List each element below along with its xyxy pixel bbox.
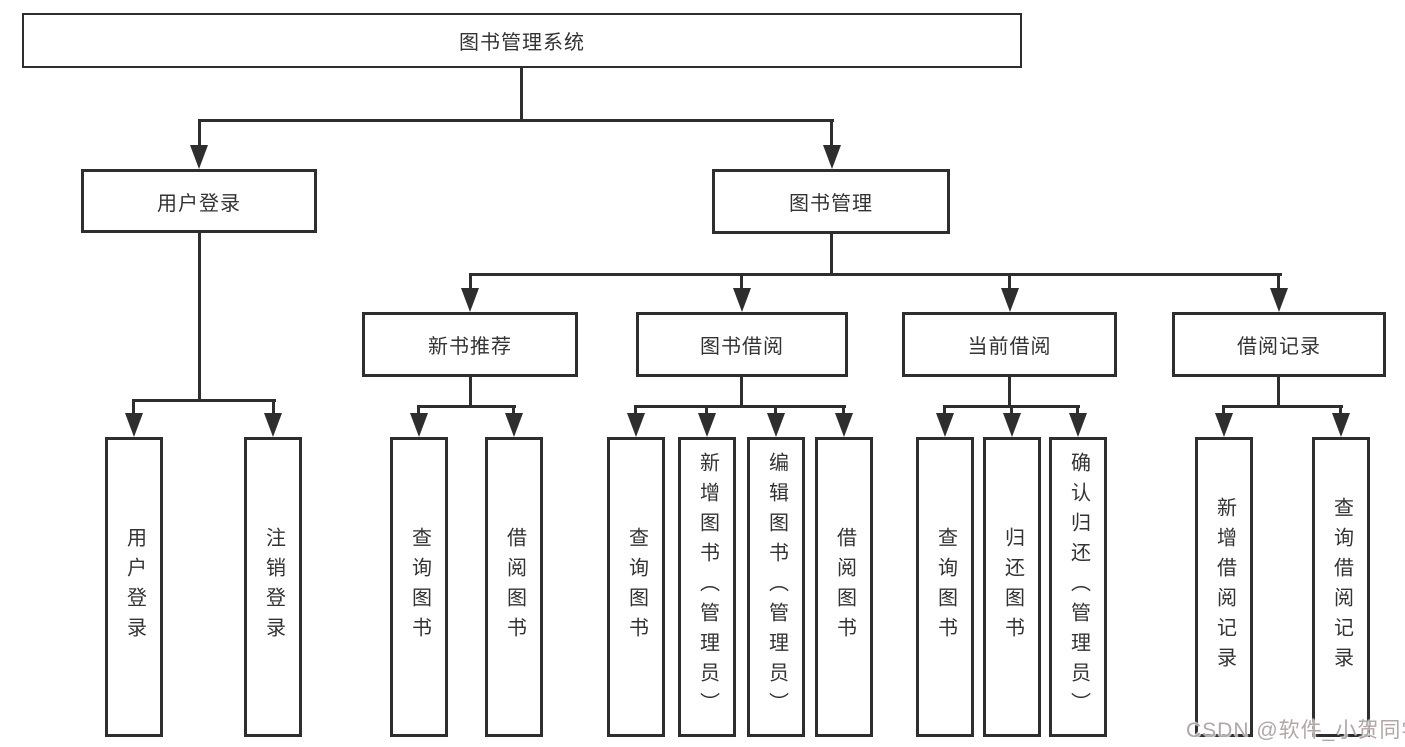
leaf-label: 借阅图书 [503,527,526,647]
leaf-label: 确认归还（管理员） [1067,452,1090,722]
arrow-down-icon [461,288,479,312]
node-book-borrowing: 图书借阅 [636,312,848,377]
leaf-label: 查询图书 [934,527,957,647]
node-label: 图书借阅 [700,336,784,358]
node-label: 当前借阅 [967,336,1052,358]
connector-line [830,119,833,149]
node-label: 新书推荐 [428,336,512,358]
connector-line [1222,405,1343,408]
leaf-add-borrow-record: 新增借阅记录 [1195,437,1253,737]
leaf-borrow-books: 借阅图书 [815,437,873,737]
arrow-down-icon [1270,288,1288,312]
connector-line [1222,405,1225,415]
leaf-label: 新增图书（管理员） [696,452,719,722]
csdn-watermark: CSDN @软件_小贺同学 [1186,719,1405,742]
connector-line [842,405,845,415]
connector-line [705,405,708,415]
arrow-down-icon [733,288,751,312]
arrow-down-icon [627,413,645,437]
node-label: 图书管理 [789,193,873,215]
node-user-login: 用户登录 [81,169,317,233]
connector-line [469,377,472,408]
connector-line [634,405,637,415]
arrow-down-icon [823,145,841,169]
node-current-borrowing: 当前借阅 [902,312,1117,377]
leaf-query-books: 查询图书 [607,437,665,737]
arrow-down-icon [767,413,785,437]
leaf-label: 用户登录 [123,527,146,647]
connector-line [469,273,1282,276]
leaf-label: 注销登录 [262,527,285,647]
connector-line [1277,377,1280,408]
arrow-down-icon [936,413,954,437]
arrow-down-icon [1215,413,1233,437]
leaf-label: 借阅图书 [833,527,856,647]
arrow-down-icon [1069,413,1087,437]
leaf-add-books-admin: 新增图书（管理员） [678,437,736,737]
connector-line [132,399,276,402]
connector-line [1339,405,1342,415]
connector-line [132,399,135,415]
node-label: 用户登录 [157,192,241,215]
leaf-return-books: 归还图书 [983,437,1041,737]
leaf-confirm-return-admin: 确认归还（管理员） [1049,437,1107,737]
node-new-book-recommendation: 新书推荐 [362,312,578,377]
arrow-down-icon [1001,288,1019,312]
leaf-query-books: 查询图书 [916,437,974,737]
leaf-label: 编辑图书（管理员） [765,452,788,722]
node-library-management-system: 图书管理系统 [22,13,1022,68]
leaf-label: 查询图书 [408,527,431,647]
connector-line [1076,405,1079,415]
node-book-management: 图书管理 [712,169,950,234]
leaf-label: 归还图书 [1001,527,1024,647]
leaf-query-books: 查询图书 [390,437,448,737]
connector-line [1008,273,1011,290]
connector-line [1277,273,1280,290]
connector-line [512,405,515,415]
arrow-down-icon [125,413,143,437]
node-borrowing-records: 借阅记录 [1172,312,1386,377]
connector-line [774,405,777,415]
connector-line [198,119,834,122]
connector-line [417,405,420,415]
arrow-down-icon [190,145,208,169]
arrow-down-icon [1003,413,1021,437]
arrow-down-icon [698,413,716,437]
connector-line [1008,377,1011,408]
connector-line [634,405,846,408]
arrow-down-icon [835,413,853,437]
leaf-label: 新增借阅记录 [1213,497,1236,677]
leaf-user-login: 用户登录 [105,437,163,737]
connector-line [272,399,275,415]
connector-line [198,233,201,402]
leaf-edit-books-admin: 编辑图书（管理员） [747,437,805,737]
connector-line [830,234,833,276]
node-label: 借阅记录 [1237,336,1321,358]
leaf-logout: 注销登录 [244,437,302,737]
connector-line [520,68,523,119]
arrow-down-icon [410,413,428,437]
connector-line [417,405,516,408]
connector-line [740,377,743,408]
arrow-down-icon [505,413,523,437]
connector-line [469,273,472,290]
leaf-label: 查询图书 [625,527,648,647]
arrow-down-icon [1332,413,1350,437]
leaf-borrow-books: 借阅图书 [485,437,543,737]
connector-line [198,119,201,149]
node-label: 图书管理系统 [459,32,585,54]
arrow-down-icon [264,413,282,437]
connector-line [1010,405,1013,415]
connector-line [740,273,743,290]
connector-line [943,405,946,415]
leaf-label: 查询借阅记录 [1330,497,1353,677]
leaf-query-borrow-record: 查询借阅记录 [1312,437,1370,737]
